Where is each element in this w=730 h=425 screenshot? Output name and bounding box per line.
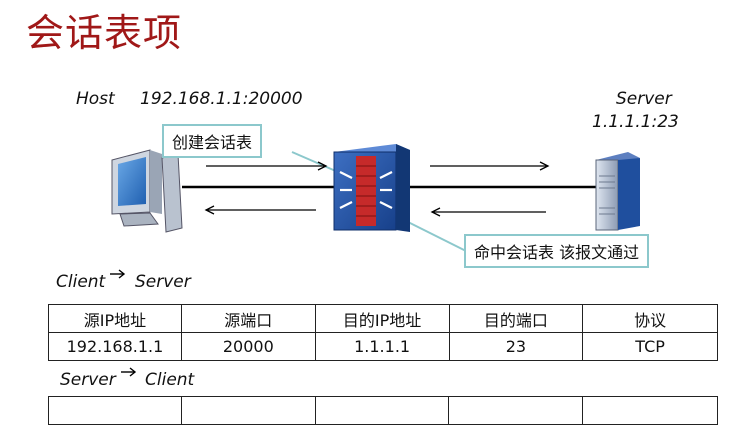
header-dst-ip: 目的IP地址 <box>314 304 450 333</box>
host-computer-icon <box>111 149 183 233</box>
table-row: 192.168.1.1 20000 1.1.1.1 23 TCP <box>48 332 718 361</box>
cell-dst-ip: 1.1.1.1 <box>314 332 450 361</box>
header-dst-port: 目的端口 <box>448 304 584 333</box>
section2-arrow-head <box>129 367 137 377</box>
callout-create-pointer <box>291 151 339 173</box>
arrow-firewall-to-host-head <box>204 205 215 215</box>
page-title: 会话表项 <box>26 11 183 55</box>
section1-to: Server <box>135 272 191 292</box>
section1-arrow-head <box>118 269 126 279</box>
section2-from: Server <box>60 370 116 390</box>
callout-hit-session: 命中会话表 该报文通过 <box>464 234 650 268</box>
cell-src-ip: 192.168.1.1 <box>48 332 182 361</box>
callout-hit-pointer <box>399 217 469 253</box>
cell-protocol: TCP <box>582 332 718 361</box>
section1-from: Client <box>56 272 106 292</box>
header-protocol: 协议 <box>582 304 718 333</box>
section2-to: Client <box>145 370 195 390</box>
cell-src-port: 20000 <box>180 332 316 361</box>
server-address: 1.1.1.1:23 <box>592 112 679 132</box>
session-table-reverse <box>48 396 718 425</box>
firewall-icon <box>333 144 410 232</box>
server-icon <box>595 152 640 231</box>
session-table: 源IP地址 源端口 目的IP地址 目的端口 协议 192.168.1.1 200… <box>48 304 718 361</box>
host-name: Host <box>76 89 115 109</box>
network-diagram <box>110 144 640 377</box>
table-row <box>48 396 718 425</box>
cell-dst-port: 23 <box>448 332 584 361</box>
header-src-port: 源端口 <box>180 304 316 333</box>
host-address: 192.168.1.1:20000 <box>140 89 303 109</box>
flow-arrows <box>204 161 550 217</box>
header-src-ip: 源IP地址 <box>48 304 182 333</box>
arrow-server-to-firewall-head <box>430 207 441 217</box>
arrow-firewall-to-server-head <box>539 161 550 171</box>
server-name: Server <box>616 89 672 109</box>
arrow-host-to-firewall-head <box>317 161 328 171</box>
table-header-row: 源IP地址 源端口 目的IP地址 目的端口 协议 <box>48 304 718 333</box>
callout-create-session: 创建会话表 <box>162 124 263 158</box>
